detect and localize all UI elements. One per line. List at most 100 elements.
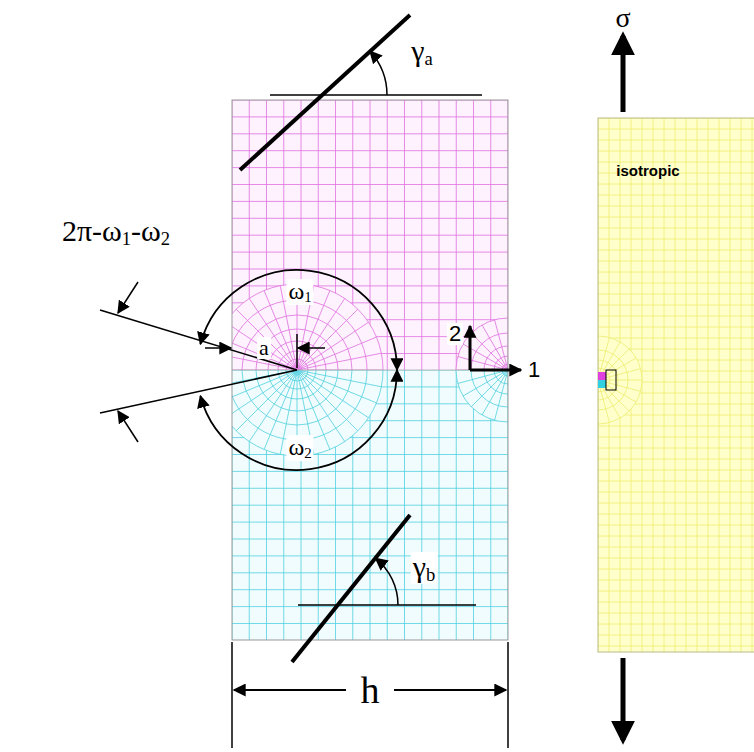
mesh-arc [598,336,642,424]
mesh-ray [458,370,508,383]
dimension-tick [507,642,509,748]
angle-arc-b [376,558,398,605]
axis-arrow [470,369,521,372]
angle-arc-a [370,51,387,95]
mesh-line [741,118,742,652]
mesh-ray [297,353,381,370]
mesh-ray [482,325,508,370]
mesh-line [598,569,754,570]
mesh-line [708,118,709,652]
mesh-line [598,591,754,592]
mesh-line [598,129,754,130]
mesh-ray [598,369,641,380]
axis-label: 1 [526,359,542,381]
mesh-line [598,195,754,196]
stress-arrow-down [621,658,626,740]
mesh-line [675,118,676,652]
notch-flank-upper [100,310,297,370]
mesh-ray [598,380,641,391]
mesh-line [232,252,508,253]
reference-line-b [298,604,476,606]
mesh-line [232,505,508,506]
mesh-ray [297,309,358,370]
dimension-label: h [359,671,382,709]
interface-line [232,370,508,371]
dimension-tick [296,334,298,368]
mesh-line [232,522,508,523]
dimension-arrow [394,689,506,691]
mesh-line [232,572,508,573]
notch-angle-arrow [118,411,138,442]
material-label: isotropic [614,163,681,178]
mesh-line [598,448,754,449]
mesh-ray [249,370,297,442]
mesh-line [598,228,754,229]
mesh-line [697,118,698,652]
mesh-line [598,305,754,306]
mesh-line [232,150,508,151]
mesh-line [232,471,508,472]
fiber-direction-a [240,15,410,170]
mesh-line [232,167,508,168]
isotropic-outline [598,118,754,652]
dimension-tick [231,642,233,748]
mesh-line [598,140,754,141]
mesh-line [232,589,508,590]
angle-label: ω1 [286,279,313,305]
mesh-ray [297,370,369,418]
mesh-line [598,492,754,493]
fiber-direction-b [292,515,410,662]
mesh-ray [598,358,636,380]
angle-label: ω2 [286,435,313,461]
mesh-line [598,327,754,328]
mesh-ray [297,298,345,370]
mesh-line [598,151,754,152]
mesh-line [598,525,754,526]
angle-label: γa [409,36,435,68]
mesh-line [598,613,754,614]
mesh-line [598,624,754,625]
mesh-ray [232,370,297,403]
mesh-ground [456,370,508,422]
mesh-line [598,426,754,427]
mesh-line [232,555,508,556]
mesh-line [232,606,508,607]
mesh-line [730,118,731,652]
mesh-ray [598,337,609,380]
mesh-line [232,133,508,134]
axis-label: 2 [447,323,463,345]
isotropic-mesh [598,118,754,652]
submodel-box [606,370,616,390]
mesh-ray [598,380,609,423]
mesh-line [232,201,508,202]
mesh-line [232,116,508,117]
mesh-line [598,316,754,317]
mesh-line [598,646,754,647]
mesh-line [598,558,754,559]
mesh-ray [297,337,376,370]
mesh-arc [256,329,338,370]
mesh-line [598,547,754,548]
mesh-line [232,285,508,286]
mesh-line [598,217,754,218]
mesh-line [598,503,754,504]
mesh-line [232,454,508,455]
mesh-line [232,488,508,489]
mesh-line [598,206,754,207]
mesh-line [598,602,754,603]
mesh-line [598,481,754,482]
mesh-ray [236,370,297,431]
mesh-arc [456,370,508,422]
angle-label: γb [411,552,438,584]
dimension-arrow [234,689,346,691]
mesh-line [232,539,508,540]
magenta-region-mark [598,372,606,380]
mesh-line [598,294,754,295]
mesh-line [232,218,508,219]
dimension-arrow [298,347,325,349]
mesh-arc [456,318,508,370]
reference-line-a [270,94,482,96]
mesh-line [598,272,754,273]
